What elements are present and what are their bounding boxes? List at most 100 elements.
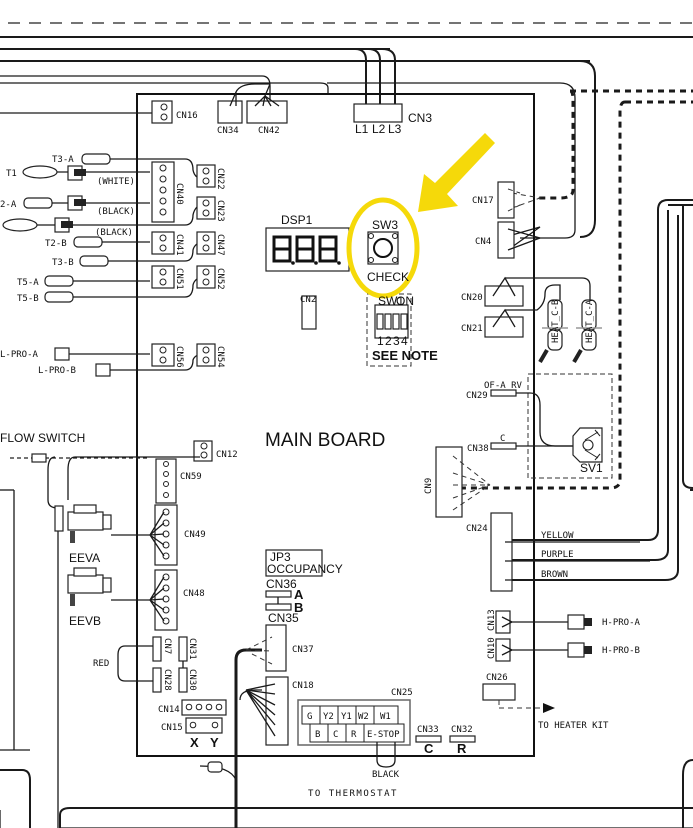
cn35-label: CN35 xyxy=(268,611,299,625)
l1-label: L1 xyxy=(355,122,369,136)
svg-text:CN13: CN13 xyxy=(487,609,497,631)
check-label[interactable]: CHECK xyxy=(367,270,409,284)
svg-text:CN7: CN7 xyxy=(162,638,172,654)
svg-text:2: 2 xyxy=(385,334,392,348)
svg-text:CN23: CN23 xyxy=(215,200,225,222)
svg-text:4: 4 xyxy=(401,334,408,348)
l-pro-a-label: L-PRO-A xyxy=(0,350,39,360)
eeva-valve xyxy=(67,504,112,543)
t5a-label: T5-A xyxy=(17,278,39,288)
svg-text:HEAT_C-B: HEAT_C-B xyxy=(551,300,561,343)
cn29-label: CN29 xyxy=(466,391,488,401)
t3a-label: T3-A xyxy=(52,155,74,165)
t2b-label: T2-B xyxy=(45,239,67,249)
svg-text:C: C xyxy=(333,730,338,740)
h-pro-a-label: H-PRO-A xyxy=(602,618,641,628)
t1-label: T1 xyxy=(6,169,17,179)
svg-text:E-STOP: E-STOP xyxy=(367,730,400,740)
sw1-label: SW1 xyxy=(378,294,404,308)
cn59-label: CN59 xyxy=(180,472,202,482)
svg-text:CN41: CN41 xyxy=(174,234,184,256)
cn16-label: CN16 xyxy=(176,111,198,121)
h-pro-b-label: H-PRO-B xyxy=(602,646,640,656)
cn17-label: CN17 xyxy=(472,196,494,206)
brown-wire-label: BROWN xyxy=(541,570,568,580)
t5b-label: T5-B xyxy=(17,294,39,304)
eeva-label: EEVA xyxy=(69,551,100,565)
heat-c-b-heater xyxy=(538,299,568,364)
svg-text:CN56: CN56 xyxy=(174,346,184,368)
cn14-label: CN14 xyxy=(158,705,180,715)
svg-text:CN52: CN52 xyxy=(215,268,225,290)
to-thermostat-label: TO THERMOSTAT xyxy=(308,789,398,799)
see-note-label: SEE NOTE xyxy=(372,348,438,363)
y-terminal-label: Y xyxy=(210,735,219,750)
cn12-label: CN12 xyxy=(216,450,238,460)
svg-text:CN9: CN9 xyxy=(424,478,434,494)
cn18-label: CN18 xyxy=(292,681,314,691)
svg-text:Y1: Y1 xyxy=(341,712,352,722)
l-pro-b-label: L-PRO-B xyxy=(38,366,76,376)
cn2-label: CN2 xyxy=(300,295,316,305)
b-label: B xyxy=(294,600,303,615)
thermostat-terminals: G Y2 Y1 W2 W1 B C R E-STOP xyxy=(307,712,400,740)
svg-text:CN22: CN22 xyxy=(215,168,225,190)
cn32-label: CN32 xyxy=(451,725,473,735)
r-terminal-label: R xyxy=(457,741,467,756)
svg-text:CN28: CN28 xyxy=(162,669,172,691)
black-jumper-label: BLACK xyxy=(372,770,400,780)
eevb-valve xyxy=(67,567,112,606)
cn26-label: CN26 xyxy=(486,673,508,683)
t2a-label: 2-A xyxy=(0,200,17,210)
cn33-label: CN33 xyxy=(417,725,439,735)
svg-text:R: R xyxy=(351,730,357,740)
svg-text:CN40: CN40 xyxy=(174,183,184,205)
sw1-on-label: ON xyxy=(396,294,414,308)
a-label: A xyxy=(294,587,304,602)
rotated-connector-labels: CN40 CN22 CN23 CN41 CN47 CN51 CN52 CN56 … xyxy=(162,168,595,691)
x-terminal-label: X xyxy=(190,735,199,750)
dsp1-label: DSP1 xyxy=(281,213,313,227)
svg-text:CN30: CN30 xyxy=(187,669,197,691)
l3-label: L3 xyxy=(388,122,402,136)
svg-text:W2: W2 xyxy=(358,712,369,722)
sw3-label: SW3 xyxy=(372,218,398,232)
cn42-label: CN42 xyxy=(258,126,280,136)
flow-switch-label: FLOW SWITCH xyxy=(0,431,85,445)
sv1-label: SV1 xyxy=(580,461,603,475)
cn48-label: CN48 xyxy=(183,589,205,599)
cn4-label: CN4 xyxy=(475,237,491,247)
red-wire-label: RED xyxy=(93,659,109,669)
eevb-label: EEVB xyxy=(69,614,101,628)
svg-text:Y2: Y2 xyxy=(323,712,334,722)
cn37-label: CN37 xyxy=(292,645,314,655)
yellow-wire-label: YELLOW xyxy=(541,531,574,541)
occupancy-label: OCCUPANCY xyxy=(267,562,343,576)
svg-text:B: B xyxy=(315,730,320,740)
svg-text:CN54: CN54 xyxy=(215,346,225,368)
svg-text:CN10: CN10 xyxy=(487,637,497,659)
black-wire-label-2: (BLACK) xyxy=(95,228,133,238)
jp3-label: JP3 xyxy=(270,550,291,564)
black-wire-label: (BLACK) xyxy=(97,207,135,217)
cn21-label: CN21 xyxy=(461,324,483,334)
t3a-sensor xyxy=(81,153,111,165)
t1-sensor xyxy=(22,165,58,179)
cn24-label: CN24 xyxy=(466,524,488,534)
to-heater-kit-label: TO HEATER KIT xyxy=(538,721,609,731)
seven-segment-digits xyxy=(272,235,338,263)
main-board-title: MAIN BOARD xyxy=(265,430,385,451)
cn25-label: CN25 xyxy=(391,688,413,698)
t3b-label: T3-B xyxy=(52,258,74,268)
cn34-label: CN34 xyxy=(217,126,239,136)
flow-switch xyxy=(31,453,47,463)
heat-c-a-heater xyxy=(572,299,602,364)
yellow-highlight-arrow xyxy=(346,133,495,299)
cn49-label: CN49 xyxy=(184,530,206,540)
cn38-label: CN38 xyxy=(467,444,489,454)
c-label: C xyxy=(500,434,505,444)
svg-text:G: G xyxy=(307,712,312,722)
svg-text:CN51: CN51 xyxy=(174,268,184,290)
sw3-check-button[interactable] xyxy=(367,231,399,265)
